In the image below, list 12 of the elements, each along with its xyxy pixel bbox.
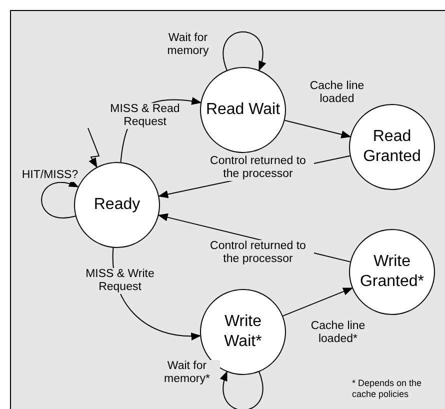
state-name: Read Granted — [362, 127, 422, 167]
state-name: Ready — [94, 195, 140, 215]
arrow — [282, 288, 354, 316]
footnote: * Depends on the cache policies — [352, 378, 423, 400]
arrow — [223, 31, 266, 72]
state-name: Write Wait* — [223, 312, 263, 352]
arrow — [220, 370, 263, 409]
state-name: Read Wait — [206, 100, 280, 120]
lightning-arrow — [88, 128, 100, 168]
arrow — [284, 120, 352, 138]
arrow — [41, 180, 79, 218]
state-name: Write Granted* — [358, 252, 426, 292]
